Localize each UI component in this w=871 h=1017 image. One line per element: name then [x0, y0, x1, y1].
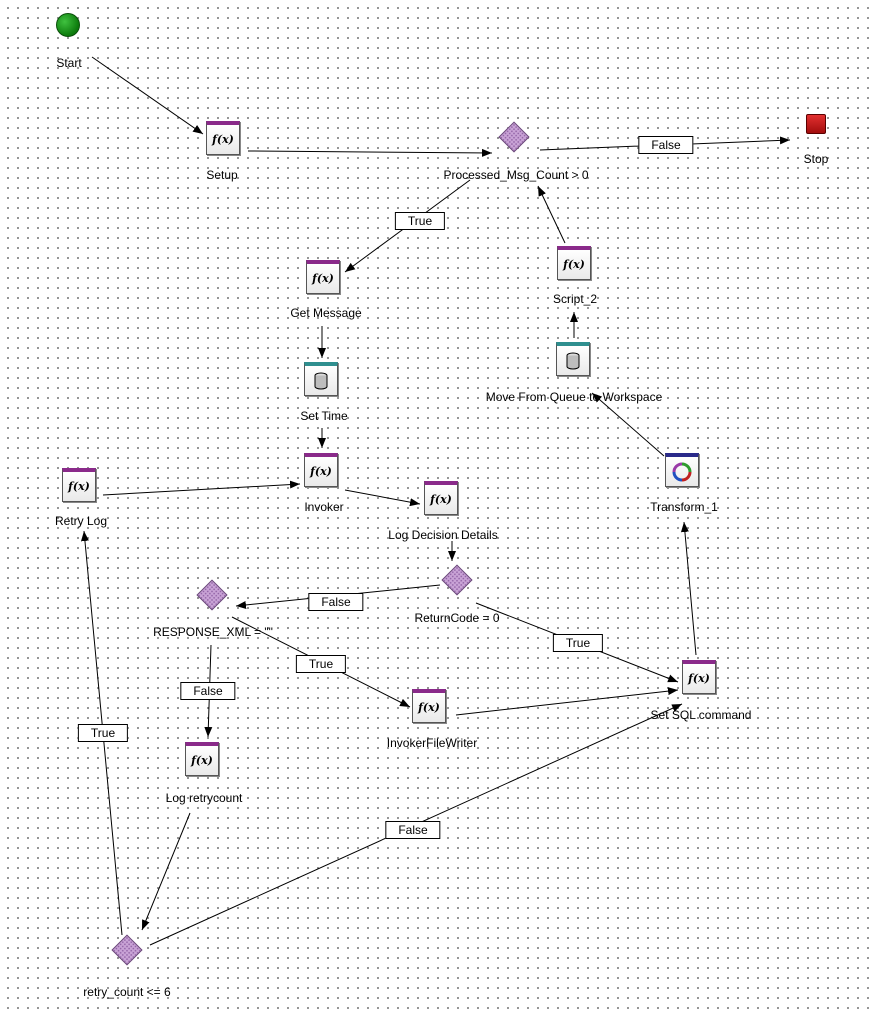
function-icon[interactable]: f(x) — [306, 260, 340, 294]
processed-msg-count-label: Processed_Msg_Count > 0 — [443, 168, 589, 182]
invoker-file-writer-label: InvokerFileWriter — [386, 736, 478, 750]
function-icon[interactable]: f(x) — [424, 481, 458, 515]
edge-label-false[interactable]: False — [638, 136, 694, 154]
edge-label-true[interactable]: True — [552, 634, 604, 652]
start-label: Start — [56, 56, 82, 70]
stop-icon[interactable] — [806, 114, 826, 134]
edge-script2-processed[interactable] — [537, 185, 566, 244]
function-icon[interactable]: f(x) — [412, 689, 446, 723]
edge-label-false[interactable]: False — [385, 821, 441, 839]
log-retrycount-label: Log retrycount — [165, 791, 243, 805]
start-icon[interactable] — [56, 13, 80, 37]
set-sql-command-label: Set SQL command — [650, 708, 752, 722]
edge-start-setup[interactable] — [91, 56, 204, 135]
edge-set-sql-transform[interactable] — [680, 521, 697, 656]
stop-label: Stop — [803, 152, 829, 166]
log-decision-details-label: Log Decision Details — [388, 528, 498, 542]
transform-swirl-icon — [672, 462, 692, 481]
function-icon[interactable]: f(x) — [682, 660, 716, 694]
cylinder-icon — [314, 372, 328, 389]
function-icon[interactable]: f(x) — [206, 121, 240, 155]
cylinder-icon — [566, 352, 580, 369]
set-time-label: Set Time — [300, 409, 348, 423]
get-message-label: Get Message — [290, 306, 362, 320]
database-icon[interactable] — [304, 362, 338, 396]
script-2-label: Script_2 — [552, 292, 598, 306]
transform-icon[interactable] — [665, 453, 699, 487]
move-from-queue-label: Move From Queue to Workspace — [485, 390, 663, 404]
return-code-label: ReturnCode = 0 — [414, 611, 500, 625]
edge-log-retrycount-retry-count[interactable] — [141, 812, 191, 931]
database-icon[interactable] — [556, 342, 590, 376]
function-icon[interactable]: f(x) — [62, 468, 96, 502]
edge-invoker-file-writer-set-sql[interactable] — [455, 687, 679, 716]
edge-label-true[interactable]: True — [295, 655, 347, 673]
edge-label-false[interactable]: False — [180, 682, 236, 700]
edge-retry-log-invoker[interactable] — [102, 480, 301, 496]
function-icon[interactable]: f(x) — [557, 246, 591, 280]
setup-label: Setup — [206, 168, 238, 182]
function-icon[interactable]: f(x) — [304, 453, 338, 487]
invoker-label: Invoker — [304, 500, 344, 514]
edge-setup-processed[interactable] — [247, 148, 493, 157]
retry-log-label: Retry Log — [54, 514, 108, 528]
transform-1-label: Transform_1 — [650, 500, 718, 514]
edge-invoker-log-decision[interactable] — [344, 489, 421, 507]
edge-label-false[interactable]: False — [308, 593, 364, 611]
edge-transform-move[interactable] — [591, 392, 665, 457]
function-icon[interactable]: f(x) — [185, 742, 219, 776]
edge-label-true[interactable]: True — [394, 212, 446, 230]
retry-count-label: retry_count <= 6 — [83, 985, 171, 999]
edge-label-true[interactable]: True — [77, 724, 129, 742]
response-xml-label: RESPONSE_XML = "" — [153, 625, 273, 639]
